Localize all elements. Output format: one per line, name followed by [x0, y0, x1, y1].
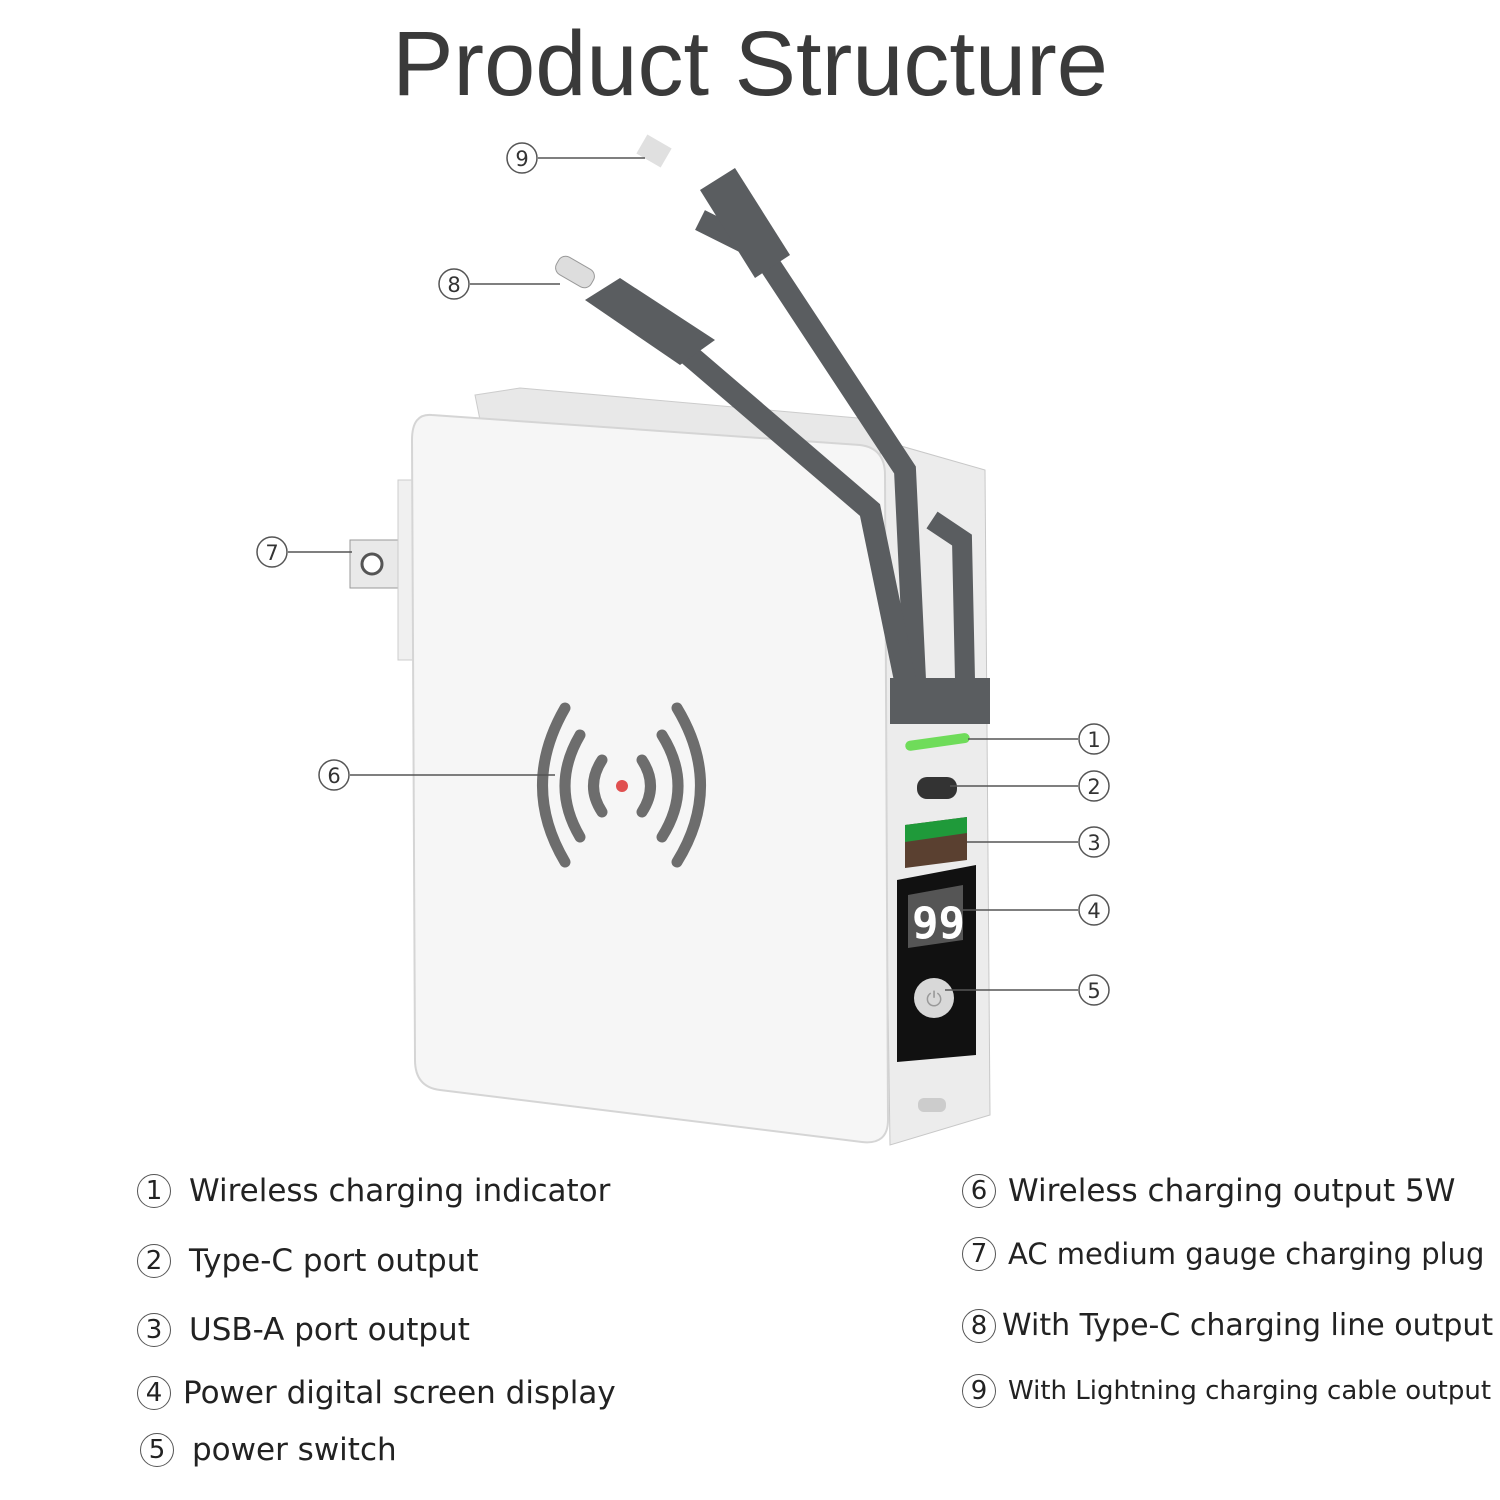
legend-label: USB-A port output [189, 1312, 470, 1348]
legend-item-9: 9 With Lightning charging cable output [962, 1374, 1491, 1408]
callout-7: 7 [265, 541, 278, 565]
callout-6: 6 [327, 764, 340, 788]
legend-item-4: 4 Power digital screen display [137, 1375, 616, 1411]
legend-item-7: 7 AC medium gauge charging plug [962, 1237, 1484, 1271]
legend-label: With Lightning charging cable output [1008, 1376, 1492, 1406]
legend-label: Power digital screen display [183, 1375, 616, 1411]
callout-1: 1 [1087, 728, 1100, 752]
callout-2: 2 [1087, 775, 1100, 799]
callout-4: 4 [1087, 899, 1100, 923]
legend-label: Type-C port output [189, 1243, 479, 1279]
type-c-cable [555, 255, 916, 683]
legend-number: 5 [140, 1433, 174, 1467]
legend-number: 9 [962, 1374, 996, 1408]
legend-label: Wireless charging indicator [189, 1173, 611, 1209]
legend-item-1: 1 Wireless charging indicator [137, 1173, 610, 1209]
legend-label: power switch [192, 1432, 397, 1468]
callout-3: 3 [1087, 831, 1100, 855]
legend-item-6: 6 Wireless charging output 5W [962, 1173, 1455, 1209]
callout-5: 5 [1087, 979, 1100, 1003]
cable-clip [890, 678, 990, 724]
callout-8: 8 [447, 273, 460, 297]
legend-number: 4 [137, 1376, 171, 1410]
legend-number: 1 [137, 1174, 171, 1208]
power-icon: ⏻ [926, 987, 942, 1011]
legend-number: 6 [962, 1174, 996, 1208]
legend-item-2: 2 Type-C port output [137, 1243, 479, 1279]
legend-label: With Type-C charging line output [1002, 1308, 1494, 1343]
legend-item-5: 5 power switch [140, 1432, 397, 1468]
power-button[interactable] [914, 978, 954, 1018]
wireless-indicator-led [905, 733, 970, 751]
callout-9: 9 [515, 147, 528, 171]
legend-number: 8 [962, 1308, 996, 1343]
legend-label: Wireless charging output 5W [1008, 1173, 1456, 1209]
legend-number: 7 [962, 1237, 996, 1271]
usb-a-port [905, 817, 967, 868]
type-c-port [917, 777, 957, 799]
battery-percentage-display: 99 [912, 898, 965, 949]
page-title: Product Structure [392, 13, 1108, 115]
legend-number: 2 [137, 1244, 171, 1278]
wireless-charging-icon [537, 702, 706, 868]
legend-item-3: 3 USB-A port output [137, 1312, 470, 1348]
lanyard-slot [918, 1098, 946, 1112]
legend-label: AC medium gauge charging plug [1008, 1237, 1485, 1271]
callout-markers [256, 142, 1110, 1006]
callout-lines [288, 157, 1078, 991]
lightning-cable [636, 134, 975, 681]
legend-number: 3 [137, 1313, 171, 1347]
